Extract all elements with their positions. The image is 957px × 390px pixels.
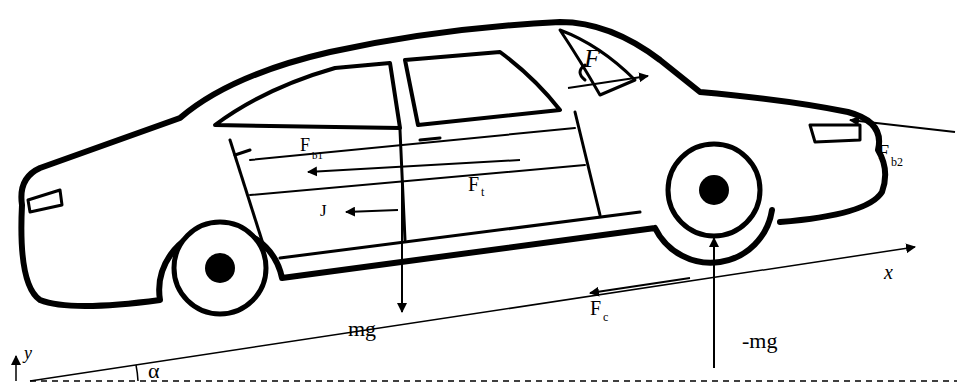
force-label: F — [590, 298, 601, 318]
force-label: F — [878, 142, 889, 162]
force-label: mg — [348, 318, 376, 340]
force-subscript: c — [603, 311, 608, 323]
force-arrows — [308, 76, 955, 368]
axis-label: y — [24, 344, 32, 362]
force-label: -mg — [742, 330, 777, 352]
angle-label: α — [148, 360, 160, 382]
force-subscript: b2 — [891, 156, 903, 168]
force-label: F — [584, 46, 600, 72]
force-label: J — [320, 202, 327, 219]
car-body — [21, 22, 885, 306]
axis-label: x — [884, 262, 893, 282]
force-subscript: t — [481, 186, 484, 198]
y-axis — [15, 356, 17, 381]
force-subscript: b1 — [312, 150, 323, 161]
ground-line — [30, 380, 957, 382]
force-label: F — [300, 136, 310, 154]
force-label: F — [468, 174, 479, 194]
angle-arc — [136, 365, 138, 381]
wheels — [174, 144, 760, 314]
